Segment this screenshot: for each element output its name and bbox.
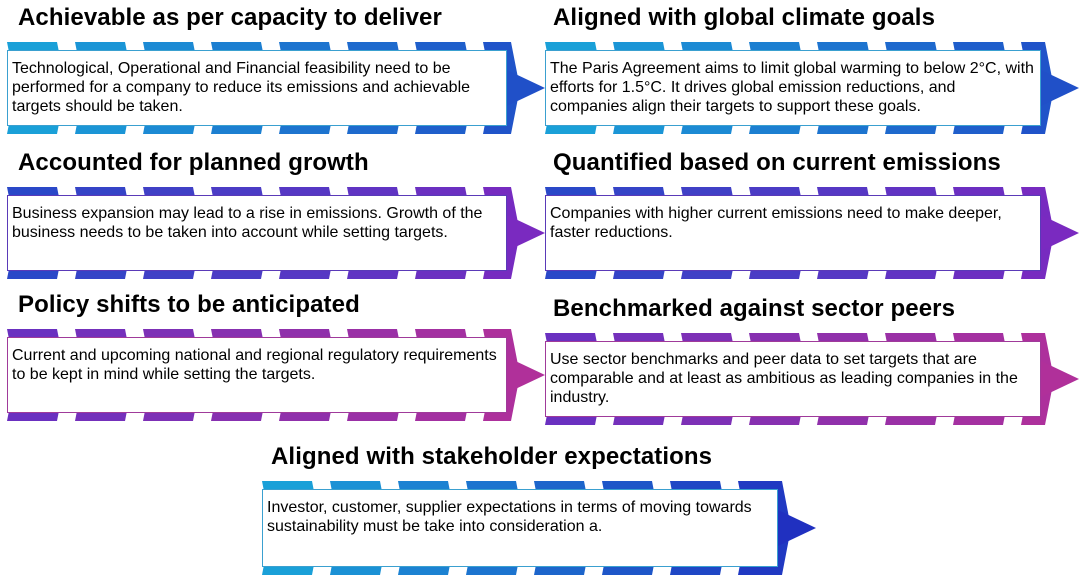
card-body: Investor, customer, supplier expectation…	[262, 489, 778, 567]
arrow-head-icon	[507, 215, 545, 251]
card-title: Aligned with global climate goals	[553, 4, 936, 31]
card-sector-peers: Benchmarked against sector peers Use sec…	[545, 295, 1081, 427]
card-current-emissions: Quantified based on current emissions Co…	[545, 149, 1081, 281]
card-title: Benchmarked against sector peers	[553, 295, 956, 322]
arrow-head-icon	[507, 357, 545, 393]
arrow-head-icon	[1041, 215, 1079, 251]
card-title: Aligned with stakeholder expectations	[271, 443, 713, 470]
arrow-head-icon	[507, 70, 545, 106]
card-stakeholder-expectations: Aligned with stakeholder expectations In…	[262, 443, 818, 577]
card-climate-goals: Aligned with global climate goals The Pa…	[545, 4, 1081, 136]
arrow-head-icon	[1041, 70, 1079, 106]
card-body: Companies with higher current emissions …	[545, 195, 1041, 271]
card-title: Accounted for planned growth	[18, 149, 369, 176]
card-body: Technological, Operational and Financial…	[7, 50, 507, 126]
card-body: The Paris Agreement aims to limit global…	[545, 50, 1041, 126]
card-body: Use sector benchmarks and peer data to s…	[545, 341, 1041, 417]
card-title: Policy shifts to be anticipated	[18, 291, 360, 318]
card-planned-growth: Accounted for planned growth Business ex…	[7, 149, 547, 281]
arrow-head-icon	[1041, 361, 1079, 397]
card-achievable: Achievable as per capacity to deliver Te…	[7, 4, 547, 136]
card-title: Achievable as per capacity to deliver	[18, 4, 442, 31]
card-body: Current and upcoming national and region…	[7, 337, 507, 413]
card-title: Quantified based on current emissions	[553, 149, 1001, 176]
arrow-head-icon	[778, 510, 816, 546]
card-policy-shifts: Policy shifts to be anticipated Current …	[7, 291, 547, 423]
card-body: Business expansion may lead to a rise in…	[7, 195, 507, 271]
